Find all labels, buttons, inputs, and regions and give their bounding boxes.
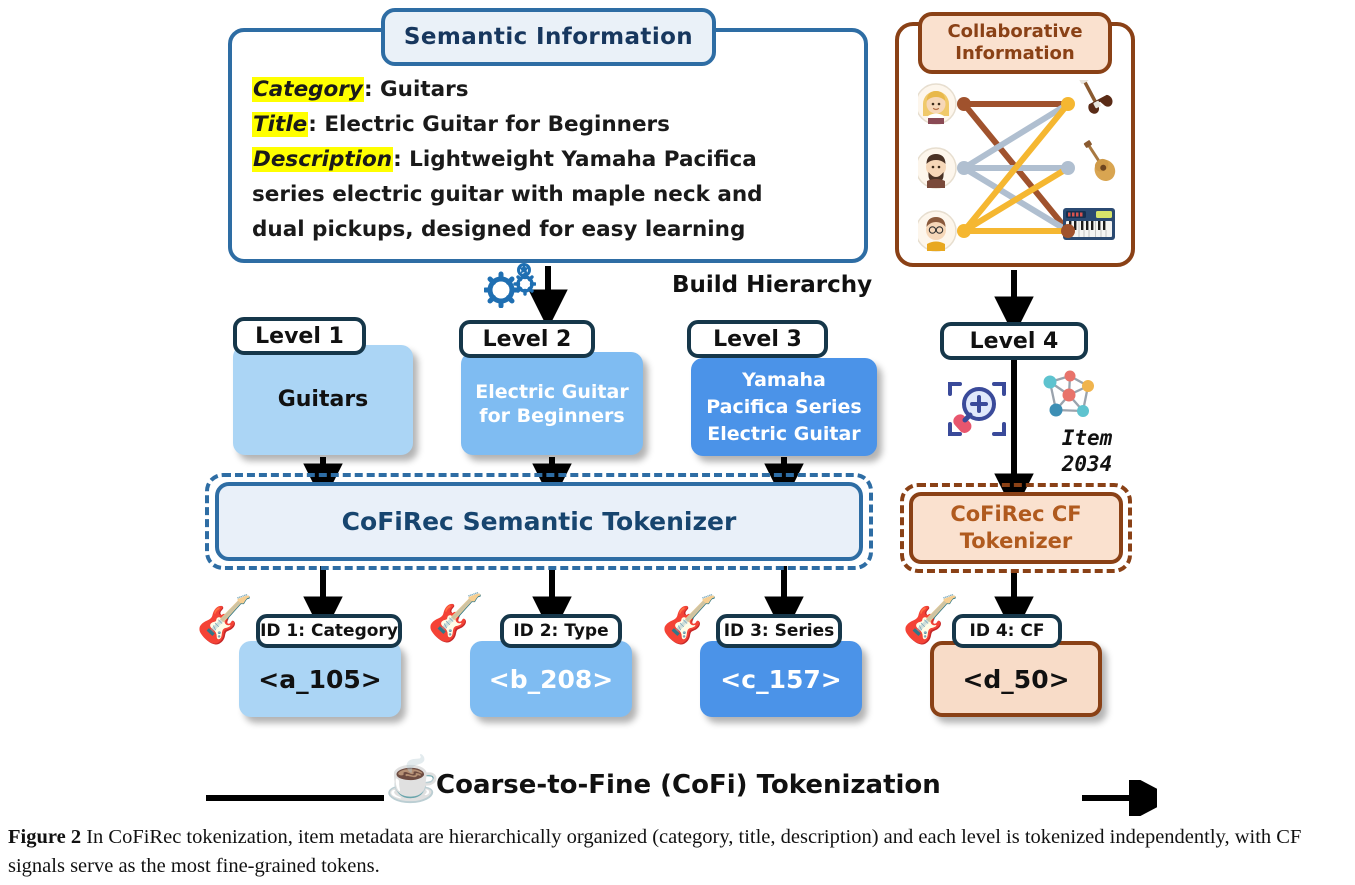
cf-tokenizer-box: CoFiRec CF Tokenizer <box>909 492 1123 564</box>
token-3-card: <c_157> <box>700 641 862 717</box>
cf-tokenizer-line1: CoFiRec CF <box>950 502 1082 526</box>
token-4-pill: ID 4: CF <box>952 614 1062 648</box>
level-3-card: Yamaha Pacifica Series Electric Guitar <box>691 358 877 456</box>
token-3-pill: ID 3: Series <box>716 614 842 648</box>
coarse-to-fine-label: Coarse-to-Fine (CoFi) Tokenization <box>436 770 941 800</box>
red-electric-guitar-icon: 🎸 <box>196 593 254 645</box>
network-graph-icon <box>1043 370 1094 417</box>
cf-tokenizer-dashed-outline <box>900 483 1132 573</box>
token-4-value: <d_50> <box>962 664 1070 694</box>
level-1-text: Guitars <box>277 387 369 412</box>
cf-title-line2: Information <box>955 43 1075 64</box>
keyboard-icon <box>1063 208 1115 240</box>
red-stratocaster-icon: 🎸 <box>902 593 960 645</box>
semantic-field-title: Title: Electric Guitar for Beginners <box>252 107 852 142</box>
semantic-tokenizer-dashed-outline <box>205 473 873 570</box>
category-label: Category <box>252 77 364 102</box>
level-1-card: Guitars <box>233 345 413 455</box>
item-id-label: Item 2034 <box>1032 425 1142 477</box>
graph-node-item-3 <box>1061 224 1075 238</box>
category-value: : Guitars <box>363 77 469 102</box>
bipartite-graph <box>918 80 1116 252</box>
item-id-line2: 2034 <box>1061 452 1113 476</box>
level-2-line1: Electric Guitar <box>475 380 629 403</box>
description-label: Description <box>252 147 394 172</box>
orange-guitar-icon: 🎸 <box>661 593 719 645</box>
magnifier-plus-icon <box>948 382 1006 436</box>
level-3-line1: Yamaha <box>742 368 826 391</box>
hot-beverage-icon: ☕ <box>385 755 440 804</box>
token-1-value: <a_105> <box>258 664 382 694</box>
level-4-pill: Level 4 <box>940 322 1088 360</box>
gears-code-icon: </> <box>484 263 536 308</box>
description-line-3: dual pickups, designed for easy learning <box>252 217 746 242</box>
level-3-pill: Level 3 <box>687 320 828 358</box>
level-3-line3: Electric Guitar <box>707 422 861 445</box>
figure-caption-label: Figure 2 <box>8 826 82 848</box>
semantic-information-panel <box>228 28 868 263</box>
level-3-text: Yamaha Pacifica Series Electric Guitar <box>706 367 861 448</box>
user-avatar-man-glasses <box>918 210 957 252</box>
semantic-information-title: Semantic Information <box>381 8 716 66</box>
cf-tokenizer-line2: Tokenizer <box>959 529 1073 553</box>
token-1-pill: ID 1: Category <box>256 614 402 648</box>
graph-node-item-1 <box>1061 97 1075 111</box>
token-2-pill: ID 2: Type <box>500 614 622 648</box>
cf-title-line1: Collaborative <box>947 21 1083 42</box>
level-2-card: Electric Guitar for Beginners <box>461 352 643 455</box>
token-3-value: <c_157> <box>720 664 842 694</box>
user-avatar-woman <box>918 83 957 125</box>
semantic-field-description: Description: Lightweight Yamaha Pacifica <box>252 142 852 177</box>
level-2-pill: Level 2 <box>459 320 595 358</box>
graph-node-user-3 <box>957 224 971 238</box>
graph-node-item-2 <box>1061 161 1075 175</box>
title-label: Title <box>252 112 309 137</box>
level-2-line2: for Beginners <box>479 404 625 427</box>
electric-guitar-icon <box>1079 80 1113 114</box>
level-1-pill: Level 1 <box>233 317 366 355</box>
svg-text:</>: </> <box>493 287 510 297</box>
title-value: : Electric Guitar for Beginners <box>308 112 670 137</box>
collaborative-information-title: Collaborative Information <box>918 12 1112 74</box>
description-line-2: series electric guitar with maple neck a… <box>252 182 763 207</box>
flying-v-guitar-icon: 🎸 <box>427 591 485 643</box>
token-2-value: <b_208> <box>488 664 614 694</box>
semantic-information-body: Category: Guitars Title: Electric Guitar… <box>252 72 852 247</box>
token-4-card: <d_50> <box>930 641 1102 717</box>
graph-node-user-1 <box>957 97 971 111</box>
build-hierarchy-label: Build Hierarchy <box>672 272 873 298</box>
item-id-line1: Item <box>1061 426 1113 450</box>
semantic-field-category: Category: Guitars <box>252 72 852 107</box>
level-2-text: Electric Guitar for Beginners <box>475 380 628 428</box>
figure-caption: Figure 2 In CoFiRec tokenization, item m… <box>8 823 1348 881</box>
acoustic-guitar-icon <box>1083 140 1116 181</box>
level-3-line2: Pacifica Series <box>706 395 862 418</box>
description-value: : Lightweight Yamaha Pacifica <box>393 147 757 172</box>
graph-node-user-2 <box>957 161 971 175</box>
token-2-card: <b_208> <box>470 641 632 717</box>
figure-caption-text: In CoFiRec tokenization, item metadata a… <box>8 826 1302 877</box>
user-avatar-man-beard <box>918 147 957 189</box>
semantic-tokenizer-box: CoFiRec Semantic Tokenizer <box>215 482 863 561</box>
coarse-to-fine-arrow <box>206 780 1157 816</box>
token-1-card: <a_105> <box>239 641 401 717</box>
